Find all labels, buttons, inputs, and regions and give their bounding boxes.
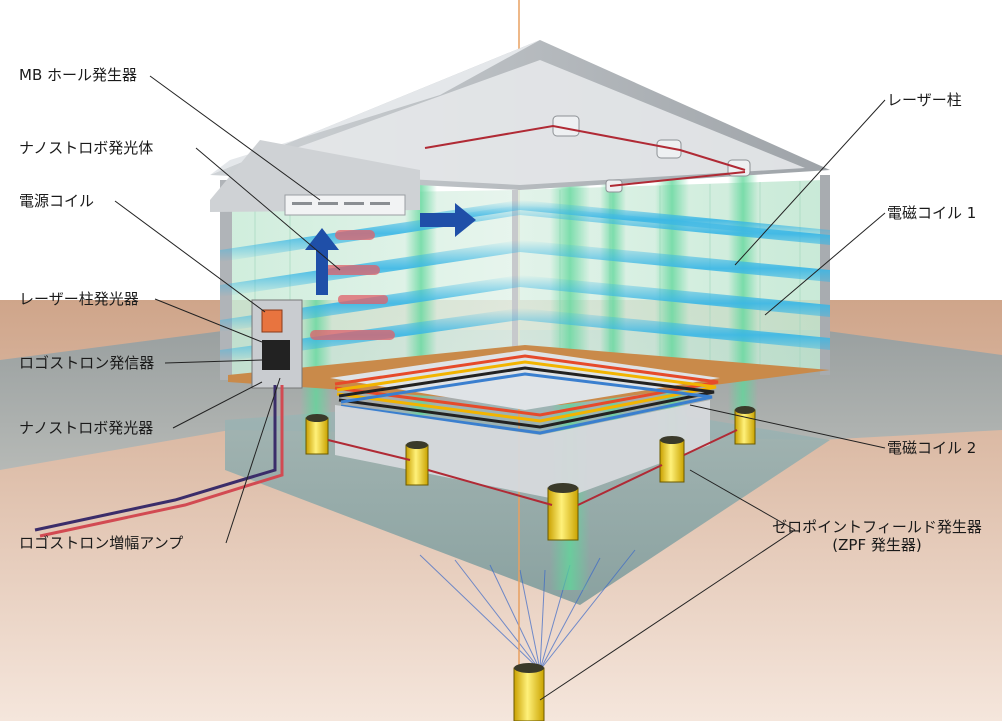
energy-flow-arrows [305, 203, 476, 295]
ceiling-red-wires [424, 124, 746, 187]
roof-left-slope [210, 40, 540, 175]
label-logostron-amplifier: ロゴストロン増幅アンプ [19, 534, 184, 552]
foundation-red-wires [327, 429, 738, 506]
nano-strobe-lights [310, 230, 395, 340]
label-em-coil-2: 電磁コイル 2 [887, 439, 977, 457]
label-laser-pillar: レーザー柱 [887, 91, 962, 109]
em-coil-2-stripes [334, 354, 719, 435]
label-nano-strobe-body: ナノストロボ発光体 [19, 139, 154, 157]
label-nano-strobe-emitter: ナノストロボ発光器 [19, 419, 154, 437]
label-logostron-transmitter: ロゴストロン発信器 [19, 354, 155, 372]
label-zpf-generator: ゼロポイントフィールド発生器 (ZPF 発生器) [757, 518, 997, 554]
mb-hall-unit-vents [292, 202, 390, 205]
label-em-coil-1: 電磁コイル 1 [887, 204, 977, 222]
label-power-coil: 電源コイル [19, 192, 95, 210]
label-zpf-line1: ゼロポイントフィールド発生器 [772, 518, 982, 536]
floor-inner [330, 350, 720, 410]
label-zpf-line2: (ZPF 発生器) [832, 536, 922, 554]
leader-lines [114, 75, 886, 701]
underground-cables [34, 385, 284, 538]
label-laser-pillar-emitter: レーザー柱発光器 [19, 290, 139, 308]
power-coil-unit [261, 309, 283, 333]
label-mb-hall-generator: MB ホール発生器 [19, 66, 138, 84]
logostron-unit [262, 340, 290, 370]
zpf-generator-posts [305, 406, 756, 721]
foundation-box [335, 400, 710, 500]
